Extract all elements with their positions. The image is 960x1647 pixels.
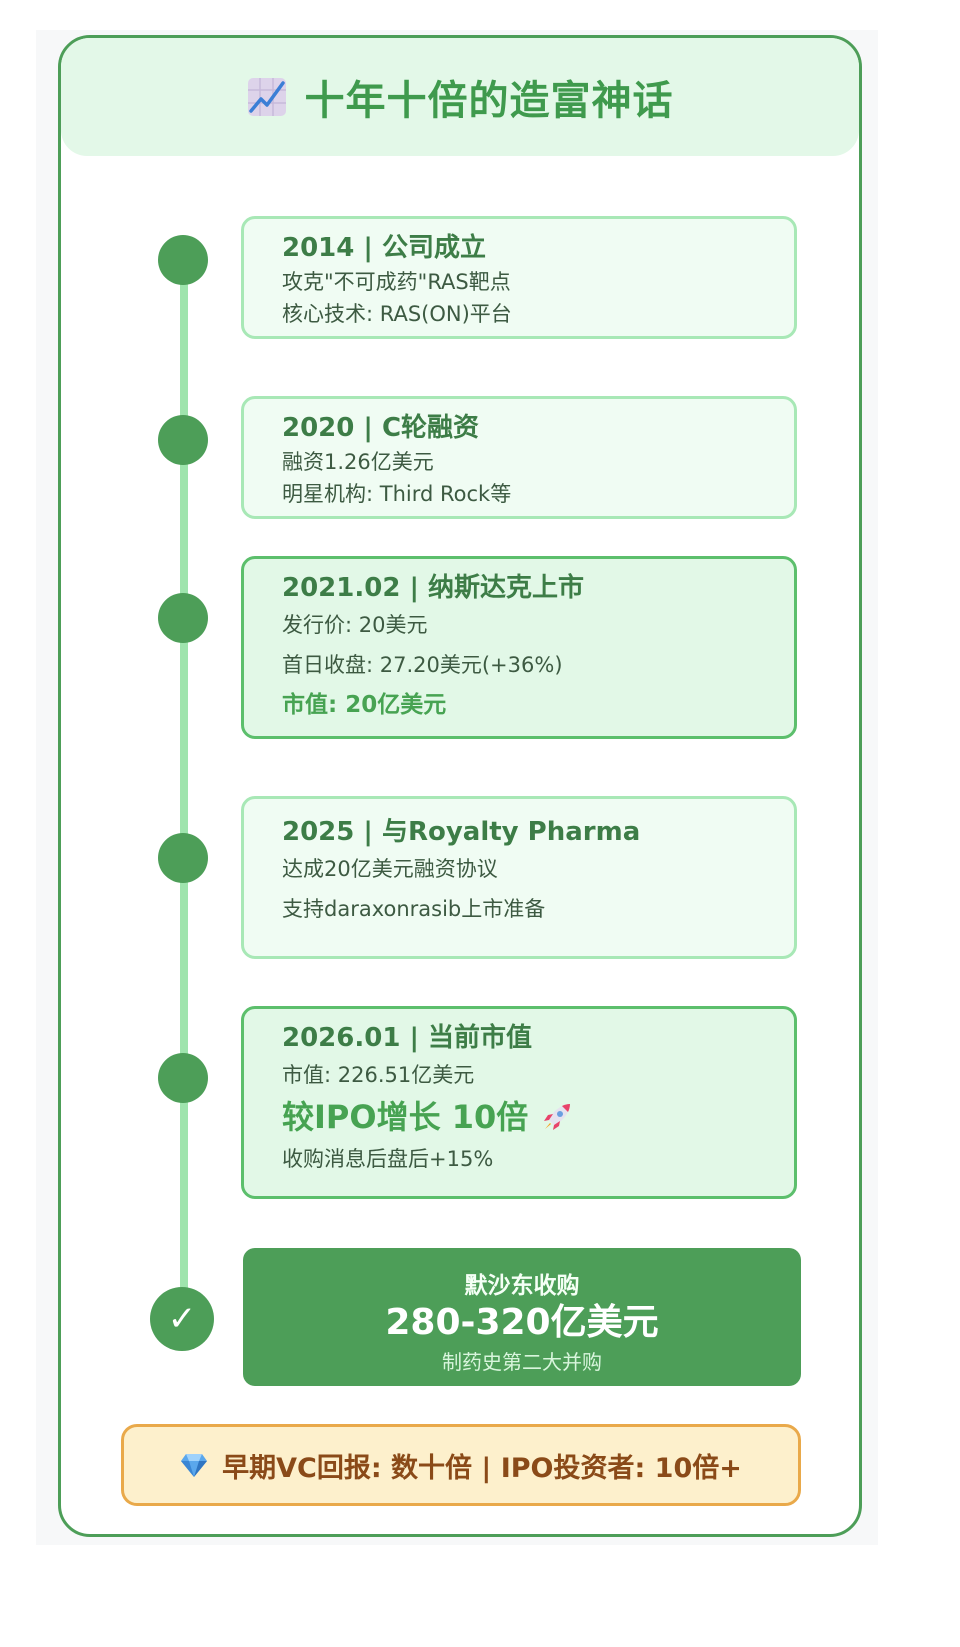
timeline-line [180,258,188,1323]
acquisition-subtitle: 制药史第二大并购 [442,1350,602,1374]
event-title: 2021.02 | 纳斯达克上市 [282,573,585,603]
event-line: 市值: 226.51亿美元 [282,1063,475,1087]
check-icon: ✓ [150,1287,214,1351]
note-text: 早期VC回报: 数十倍 | IPO投资者: 10倍+ [222,1452,742,1484]
card-title: 十年十倍的造富神话 [304,78,674,124]
event-title: 2026.01 | 当前市值 [282,1023,533,1053]
event-line: 融资1.26亿美元 [282,450,434,474]
event-title: 2014 | 公司成立 [282,233,486,263]
timeline-dot [158,235,208,285]
acquisition-value: 280-320亿美元 [385,1302,659,1343]
gem-icon [181,1454,208,1477]
event-line: 达成20亿美元融资协议 [282,857,498,881]
timeline-event-2025: 2025 | 与Royalty Pharma 达成20亿美元融资协议 支持dar… [241,796,797,959]
event-title: 2020 | C轮融资 [282,413,480,443]
event-line: 收购消息后盘后+15% [282,1147,494,1171]
event-line: 攻克"不可成药"RAS靶点 [282,270,511,294]
event-growth: 较IPO增长 10倍 [282,1095,794,1139]
growth-text: 较IPO增长 10倍 [282,1098,529,1136]
event-title: 2025 | 与Royalty Pharma [282,817,641,847]
card-header: 十年十倍的造富神话 [61,38,859,156]
timeline-event-2014: 2014 | 公司成立 攻克"不可成药"RAS靶点 核心技术: RAS(ON)平… [241,216,797,339]
timeline-card: 十年十倍的造富神话 ✓ 2014 | 公司成立 攻克"不可成药"RAS靶点 核心… [58,35,862,1537]
event-emphasis: 市值: 20亿美元 [282,692,447,718]
acquisition-banner: 默沙东收购 280-320亿美元 制药史第二大并购 [243,1248,801,1386]
timeline-dot [158,593,208,643]
event-line: 发行价: 20美元 [282,613,428,637]
timeline-dot [158,833,208,883]
timeline-dot [158,1053,208,1103]
timeline-event-2020: 2020 | C轮融资 融资1.26亿美元 明星机构: Third Rock等 [241,396,797,519]
timeline-event-2021-ipo: 2021.02 | 纳斯达克上市 发行价: 20美元 首日收盘: 27.20美元… [241,556,797,739]
timeline-dot [158,415,208,465]
chart-increasing-icon [247,78,286,116]
timeline-event-2026-current: 2026.01 | 当前市值 市值: 226.51亿美元 较IPO增长 10倍 … [241,1006,797,1199]
event-line: 首日收盘: 27.20美元(+36%) [282,653,563,677]
returns-note: 早期VC回报: 数十倍 | IPO投资者: 10倍+ [121,1424,801,1506]
event-line: 明星机构: Third Rock等 [282,482,512,506]
event-line: 支持daraxonrasib上市准备 [282,897,546,921]
event-line: 核心技术: RAS(ON)平台 [282,302,512,326]
acquisition-title: 默沙东收购 [464,1273,580,1299]
rocket-icon [544,1104,571,1130]
